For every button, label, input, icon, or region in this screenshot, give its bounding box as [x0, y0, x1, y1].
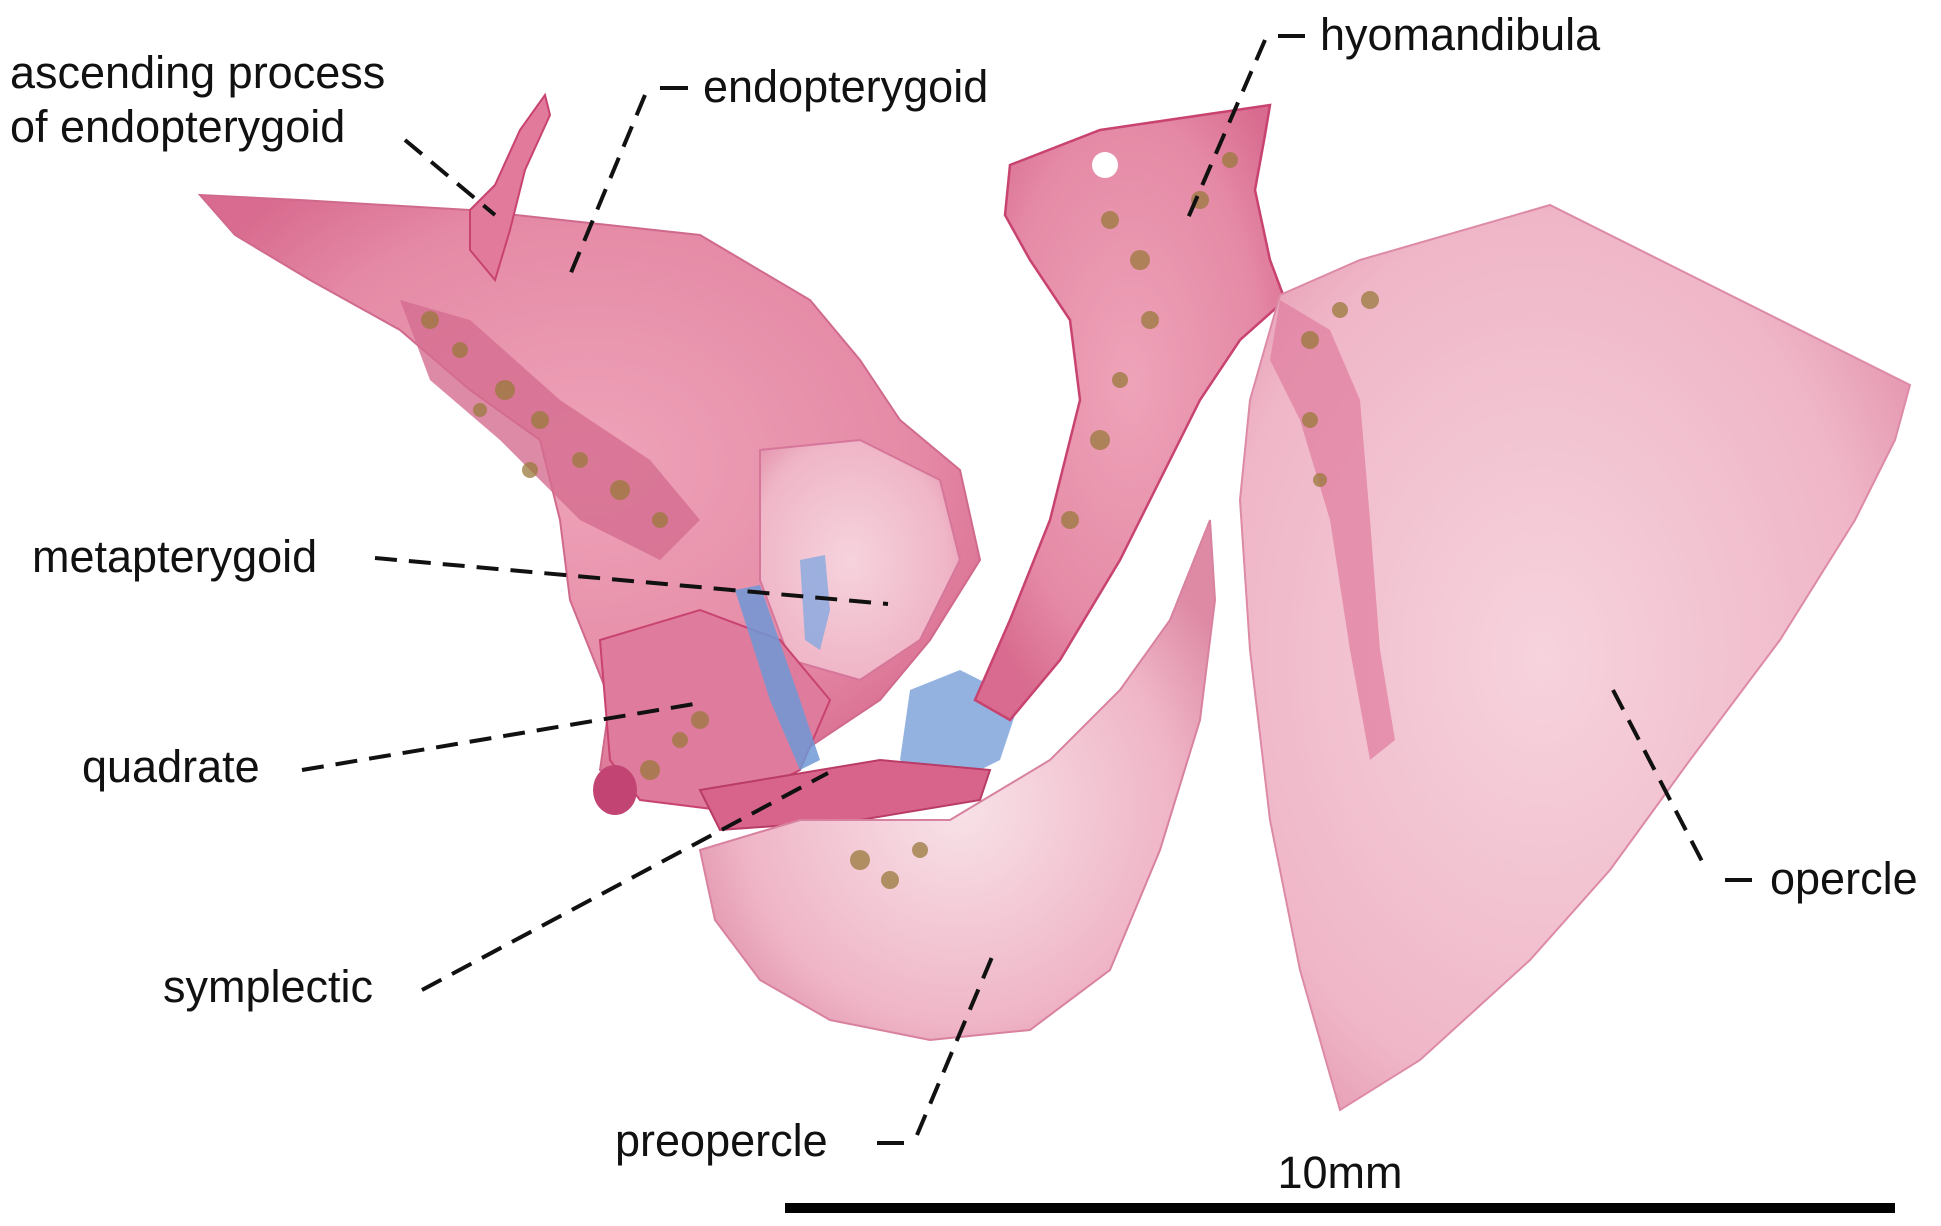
scale-bar-line — [785, 1203, 1895, 1213]
leader-metapterygoid — [374, 556, 889, 606]
label-hyomandibula: hyomandibula — [1320, 9, 1601, 60]
label-quadrate: quadrate — [82, 741, 260, 792]
leader-lines — [301, 34, 1752, 1145]
opercle-ridge — [1270, 300, 1395, 760]
label-metapterygoid: metapterygoid — [32, 531, 318, 582]
hyomandibula-bone — [973, 103, 1287, 722]
cartilage-2 — [800, 555, 830, 650]
label-opercle: opercle — [1770, 853, 1918, 904]
leader-ascending — [403, 138, 497, 217]
metapterygoid-bone — [759, 438, 962, 682]
label-ascending-process: ascending process of endopterygoid — [10, 47, 386, 152]
symplectic-bone — [698, 758, 992, 832]
label-endopterygoid: endopterygoid — [703, 61, 989, 112]
label-symplectic: symplectic — [163, 961, 374, 1012]
opercle-bone — [1238, 203, 1912, 1112]
cartilage — [735, 585, 820, 770]
preopercle-bone — [698, 519, 1217, 1042]
label-preopercle: preopercle — [615, 1115, 828, 1166]
leader-symplectic — [421, 771, 829, 992]
ascending-process-bone — [469, 92, 552, 283]
pigment-spots — [421, 152, 1379, 889]
hyomandibula-foramen — [1092, 152, 1118, 178]
scale-bar-label: 10mm — [1277, 1147, 1402, 1198]
quadrate-condyle — [593, 765, 637, 815]
